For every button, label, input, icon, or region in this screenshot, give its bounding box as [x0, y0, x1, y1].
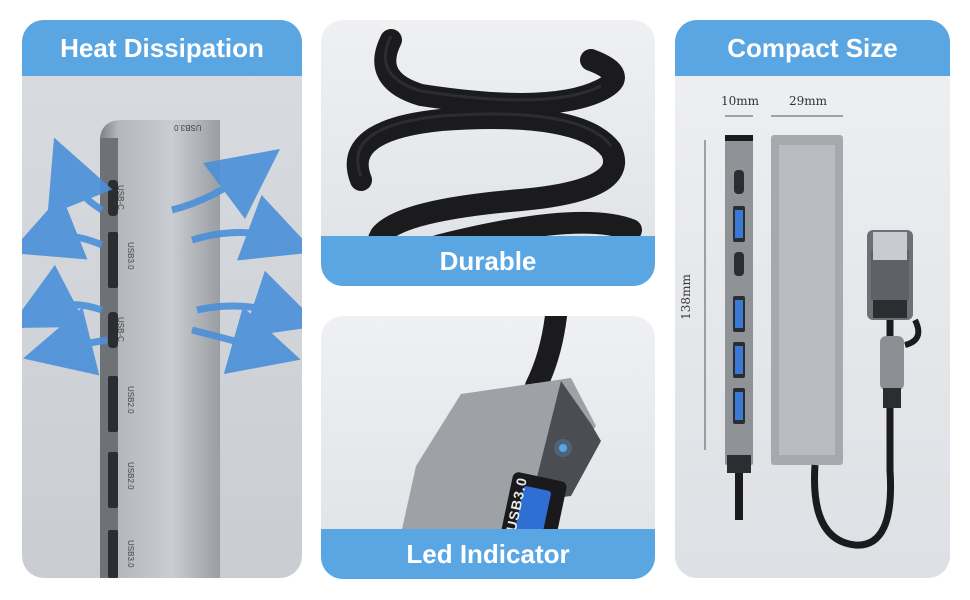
led-indicator-panel: USB3.0 Led Indicator: [321, 316, 655, 579]
port-label: USB-C: [116, 185, 125, 210]
heat-dissipation-title: Heat Dissipation: [22, 20, 302, 76]
port-label: USB2.0: [126, 462, 135, 490]
port-label-top: USB3.0: [174, 123, 202, 132]
thickness-dimension: 10mm: [721, 94, 760, 108]
port-label: USB3.0: [126, 242, 135, 270]
port-label: USB-C: [116, 317, 125, 342]
hub-side-illustration: [22, 120, 302, 578]
port-label: USB2.0: [126, 386, 135, 414]
led-indicator-title: Led Indicator: [321, 529, 655, 579]
compact-size-title: Compact Size: [675, 20, 950, 76]
length-dimension: 138mm: [678, 274, 693, 320]
durable-panel: Durable: [321, 20, 655, 286]
width-dimension: 29mm: [789, 94, 828, 108]
durable-title: Durable: [321, 236, 655, 286]
port-label: USB3.0: [126, 540, 135, 568]
heat-dissipation-panel: USB3.0 USB-C USB3.0 USB-C USB2.0 USB2.0 …: [22, 20, 302, 578]
hub-led-illustration: [391, 316, 601, 579]
hub-dimensions-illustration: [704, 115, 922, 549]
compact-size-panel: 10mm 29mm 138mm Compact Size: [675, 20, 950, 578]
